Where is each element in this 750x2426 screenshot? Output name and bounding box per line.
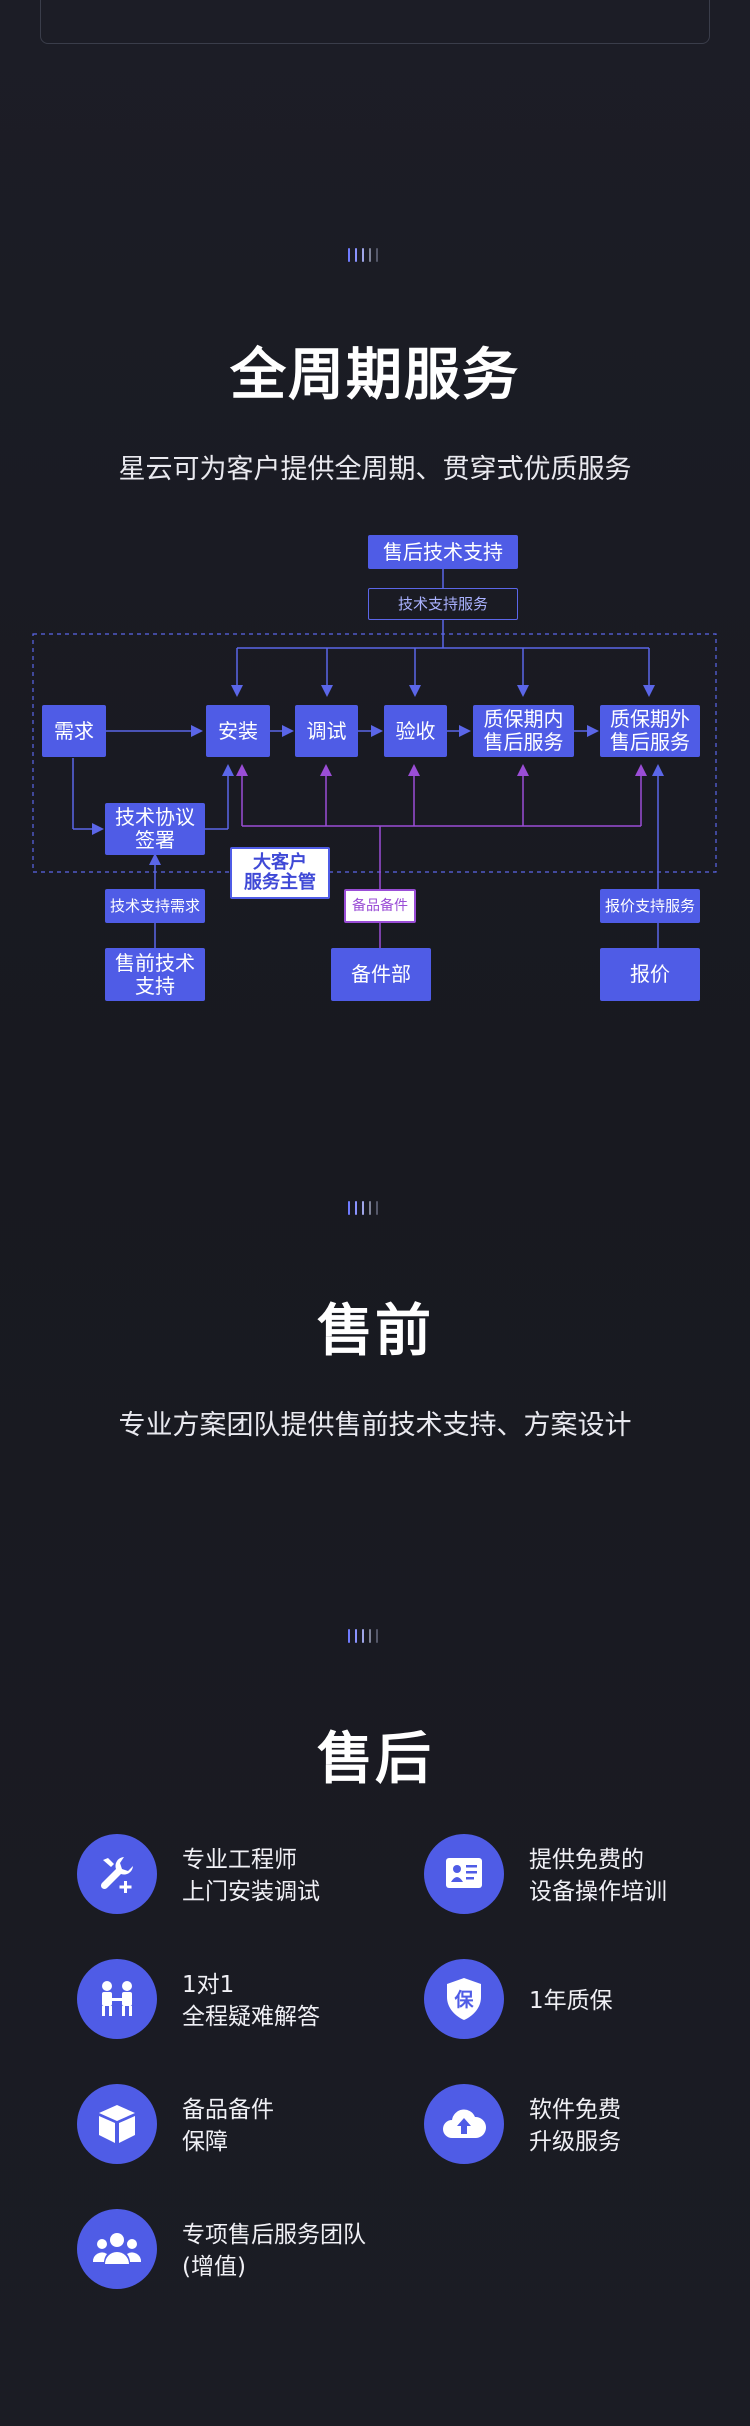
- acceptance-box: 验收: [384, 705, 447, 757]
- key-account-line2: 服务主管: [244, 872, 316, 893]
- lifecycle-subtitle: 星云可为客户提供全周期、贯穿式优质服务: [118, 454, 632, 485]
- quote-support-box: 报价支持服务: [600, 889, 700, 923]
- presales-tech-box: 售前技术 支持: [105, 948, 205, 1001]
- aftersales-item-warranty: 保 1年质保: [424, 1959, 744, 2043]
- tech-support-service-label: 技术支持服务: [368, 588, 518, 620]
- item-line: 升级服务: [529, 2129, 621, 2155]
- aftersales-item-installation: 专业工程师 上门安装调试: [77, 1834, 397, 1918]
- install-box: 安装: [206, 705, 270, 757]
- aftersales-item-consultation: 1对1 全程疑难解答: [77, 1959, 397, 2043]
- item-line: 软件免费: [529, 2097, 621, 2123]
- item-line: 1年质保: [529, 1988, 613, 2014]
- item-line: 专业工程师: [182, 1847, 297, 1873]
- item-line: 上门安装调试: [182, 1879, 320, 1905]
- section-divider-icon: [348, 1201, 402, 1215]
- item-line: 专项售后服务团队: [182, 2222, 366, 2248]
- team-icon: [77, 2209, 157, 2289]
- tech-support-demand-box: 技术支持需求: [105, 889, 205, 923]
- item-line: (增值): [182, 2254, 246, 2280]
- spare-parts-label: 备品备件: [344, 889, 416, 923]
- diagram-connectors: [32, 569, 717, 948]
- presales-tech-line1: 售前技术: [115, 950, 195, 975]
- section-divider-icon: [348, 248, 402, 262]
- top-card-frame: [40, 0, 710, 44]
- warranty-in-box: 质保期内 售后服务: [473, 705, 574, 757]
- wrench-screwdriver-icon: [77, 1834, 157, 1914]
- item-line: 设备操作培训: [529, 1879, 667, 1905]
- warranty-out-line2: 售后服务: [610, 730, 690, 754]
- presales-subtitle: 专业方案团队提供售前技术支持、方案设计: [118, 1410, 632, 1441]
- quote-box: 报价: [600, 948, 700, 1001]
- warranty-shield-icon: 保: [424, 1959, 504, 2039]
- tech-agreement-box: 技术协议 签署: [105, 803, 205, 855]
- item-line: 备品备件: [182, 2097, 274, 2123]
- after-sales-support-box: 售后技术支持: [368, 535, 518, 569]
- presales-title: 售前: [317, 1299, 433, 1364]
- item-line: 保障: [182, 2129, 228, 2155]
- presales-tech-line2: 支持: [135, 973, 175, 998]
- key-account-box: 大客户 服务主管: [230, 847, 330, 899]
- aftersales-item-spare-parts: 备品备件 保障: [77, 2084, 397, 2168]
- item-line: 全程疑难解答: [182, 2004, 320, 2030]
- section-divider-icon: [348, 1629, 402, 1643]
- item-line: 提供免费的: [529, 1847, 644, 1873]
- parts-box-icon: [77, 2084, 157, 2164]
- tech-agreement-line2: 签署: [135, 828, 175, 852]
- tech-agreement-line1: 技术协议: [115, 805, 195, 829]
- aftersales-item-team: 专项售后服务团队 (增值): [77, 2209, 397, 2293]
- cloud-upload-icon: [424, 2084, 504, 2164]
- consultation-icon: [77, 1959, 157, 2039]
- warranty-out-line1: 质保期外: [610, 707, 690, 731]
- shield-glyph: 保: [453, 1988, 474, 2011]
- debug-box: 调试: [295, 705, 358, 757]
- lifecycle-title: 全周期服务: [230, 343, 520, 408]
- service-flow-diagram: 售后技术支持 技术支持服务 需求 安装 调试 验收 质保期内 售后服务 质保期外…: [0, 0, 750, 1060]
- aftersales-title: 售后: [317, 1727, 433, 1792]
- aftersales-item-training: 提供免费的 设备操作培训: [424, 1834, 744, 1918]
- item-line: 1对1: [182, 1972, 235, 1998]
- demand-box: 需求: [42, 705, 106, 757]
- training-board-icon: [424, 1834, 504, 1914]
- key-account-line1: 大客户: [253, 852, 307, 873]
- warranty-in-line1: 质保期内: [483, 707, 564, 731]
- aftersales-item-software-upgrade: 软件免费 升级服务: [424, 2084, 744, 2168]
- parts-dept-box: 备件部: [331, 948, 431, 1001]
- warranty-in-line2: 售后服务: [483, 730, 564, 754]
- warranty-out-box: 质保期外 售后服务: [600, 705, 700, 757]
